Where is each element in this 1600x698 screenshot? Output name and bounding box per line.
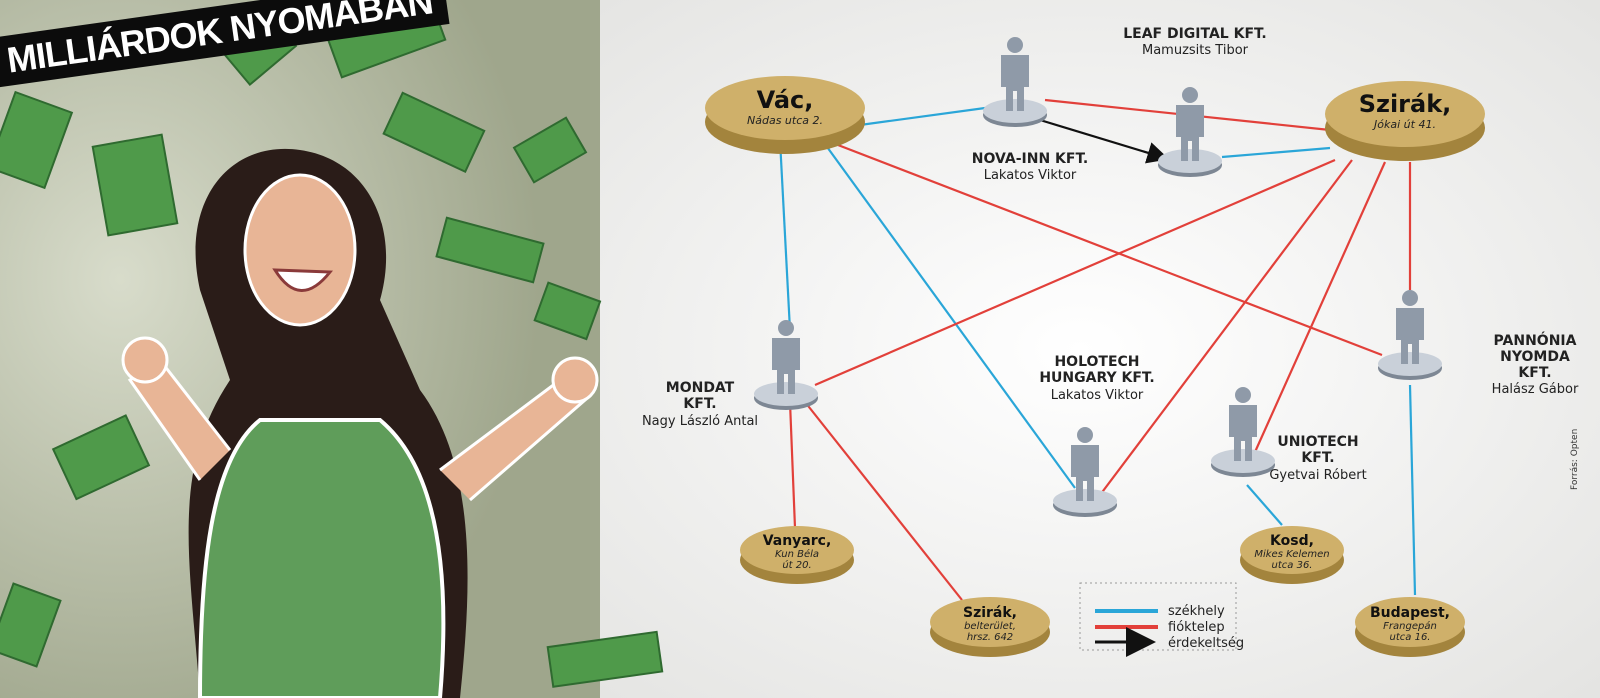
city-name: Szirák, bbox=[1359, 90, 1452, 118]
location-budapest: Budapest, Frangepán utca 16. bbox=[1355, 597, 1465, 657]
city-name: Budapest, bbox=[1370, 605, 1450, 621]
source-credit: Forrás: Opten bbox=[1570, 429, 1580, 490]
address: Nádas utca 2. bbox=[747, 114, 823, 127]
address: hrsz. 642 bbox=[967, 632, 1013, 643]
company-name: NOVA-INN KFT. bbox=[972, 151, 1088, 167]
legend-label: fióktelep bbox=[1168, 620, 1225, 635]
address: Kun Béla bbox=[775, 548, 819, 560]
city-name: Vác, bbox=[757, 86, 814, 114]
person-name: Lakatos Viktor bbox=[1051, 388, 1144, 403]
erdekeltseg-arrow bbox=[1039, 118, 1170, 164]
company-leaf: LEAF DIGITAL KFT. Mamuzsits Tibor bbox=[1123, 26, 1267, 58]
company-name: UNIOTECH bbox=[1277, 434, 1358, 450]
city-name: Kosd, bbox=[1270, 533, 1314, 549]
company-name: PANNÓNIA bbox=[1494, 331, 1577, 349]
address: utca 36. bbox=[1272, 560, 1313, 571]
address: belterület, bbox=[964, 621, 1016, 632]
company-holotech: HOLOTECH HUNGARY KFT. Lakatos Viktor bbox=[1039, 354, 1154, 403]
money-bills bbox=[0, 0, 664, 688]
company-uniotech: UNIOTECH KFT. Gyetvai Róbert bbox=[1269, 434, 1366, 483]
company-name: NYOMDA bbox=[1500, 349, 1570, 365]
address: utca 16. bbox=[1390, 632, 1431, 643]
company-mondat: MONDAT KFT. Nagy László Antal bbox=[642, 380, 758, 429]
address: Jókai út 41. bbox=[1372, 118, 1436, 131]
person-name: Gyetvai Róbert bbox=[1269, 468, 1366, 483]
company-name: KFT. bbox=[1301, 450, 1334, 466]
woman-illustration bbox=[121, 148, 599, 698]
person-name: Halász Gábor bbox=[1492, 382, 1579, 397]
legend-label: érdekeltség bbox=[1168, 636, 1244, 651]
address: Frangepán bbox=[1383, 620, 1437, 632]
company-name: HOLOTECH bbox=[1054, 354, 1139, 370]
szekhely-lines bbox=[778, 106, 1417, 596]
company-name: HUNGARY KFT. bbox=[1039, 370, 1154, 386]
legend-label: székhely bbox=[1168, 604, 1225, 619]
location-szirak-small: Szirák, belterület, hrsz. 642 bbox=[930, 597, 1050, 657]
city-name: Szirák, bbox=[963, 605, 1017, 621]
company-name: KFT. bbox=[1518, 365, 1551, 381]
address: út 20. bbox=[782, 559, 811, 571]
address: Mikes Kelemen bbox=[1254, 549, 1329, 560]
location-vac: Vác, Nádas utca 2. bbox=[705, 76, 865, 154]
person-name: Nagy László Antal bbox=[642, 414, 758, 429]
city-name: Vanyarc, bbox=[763, 533, 832, 549]
company-name: KFT. bbox=[683, 396, 716, 412]
company-name: MONDAT bbox=[666, 380, 735, 396]
location-kosd: Kosd, Mikes Kelemen utca 36. bbox=[1240, 526, 1344, 584]
location-vanyarc: Vanyarc, Kun Béla út 20. bbox=[740, 526, 854, 584]
location-szirak-main: Szirák, Jókai út 41. bbox=[1325, 81, 1485, 161]
company-pannonia: PANNÓNIA NYOMDA KFT. Halász Gábor bbox=[1492, 331, 1579, 397]
company-name: LEAF DIGITAL KFT. bbox=[1123, 26, 1267, 42]
person-name: Mamuzsits Tibor bbox=[1142, 43, 1249, 58]
person-name: Lakatos Viktor bbox=[984, 168, 1077, 183]
company-novainn: NOVA-INN KFT. Lakatos Viktor bbox=[972, 151, 1088, 183]
legend: székhely fióktelep érdekeltség bbox=[1079, 582, 1244, 657]
